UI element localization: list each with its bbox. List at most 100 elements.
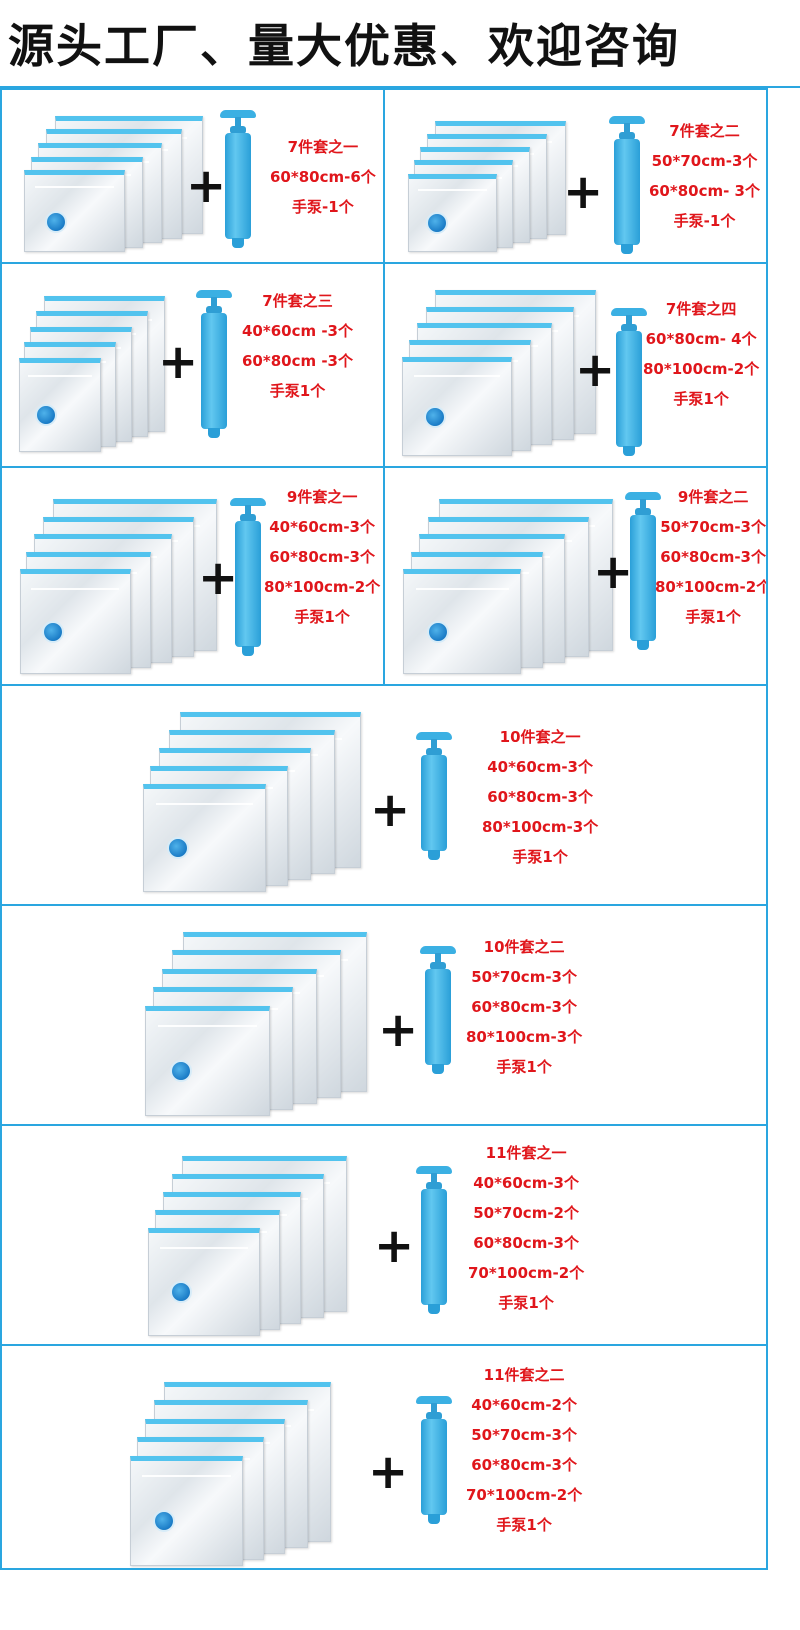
set-item-line: 手泵1个	[496, 1516, 552, 1534]
pump-handle	[416, 732, 452, 740]
set-title: 7件套之四	[665, 300, 737, 318]
hand-pump-icon	[420, 946, 456, 1076]
pump-cap	[230, 126, 246, 134]
set-title: 10件套之二	[483, 938, 565, 956]
product-set-cell: +10件套之一 40*60cm-3个 60*80cm-3个 80*100cm-3个手泵…	[0, 684, 768, 906]
valve-icon	[35, 404, 58, 427]
pump-cap	[426, 1182, 442, 1190]
set-item-line: 手泵-1个	[673, 212, 736, 230]
set-spec-label: 10件套之一 40*60cm-3个 60*80cm-3个 80*100cm-3个手泵1…	[482, 722, 598, 872]
plus-sign: +	[374, 1218, 415, 1274]
set-item-line: 40*60cm-3个	[487, 758, 593, 776]
pump-nozzle	[232, 238, 244, 248]
pump-rod	[435, 953, 441, 963]
pump-cap	[621, 324, 637, 332]
pump-cap	[635, 508, 651, 516]
set-item-line: 手泵1个	[512, 848, 568, 866]
pump-cap	[240, 514, 256, 522]
hand-pump-icon	[611, 308, 647, 458]
valve-icon	[167, 837, 190, 860]
vacuum-bag-stack	[391, 276, 597, 456]
pump-rod	[431, 1403, 437, 1413]
pump-nozzle	[428, 850, 440, 860]
hand-pump-icon	[416, 1166, 452, 1316]
set-item-line: 60*80cm-3个	[660, 548, 766, 566]
set-item-line: 手泵1个	[496, 1058, 552, 1076]
plus-sign: +	[186, 158, 227, 214]
vacuum-bag	[145, 1005, 271, 1116]
pump-cap	[426, 1412, 442, 1420]
set-item-line: 手泵1个	[269, 382, 326, 400]
pump-barrel	[421, 755, 447, 851]
hand-pump-icon	[220, 110, 256, 250]
pump-barrel	[614, 139, 640, 245]
set-item-line: 50*70cm-3个	[651, 152, 758, 170]
set-item-line: 50*70cm-3个	[471, 1426, 577, 1444]
pump-nozzle	[242, 646, 254, 656]
pump-barrel	[421, 1419, 447, 1515]
set-item-line: 60*80cm-3个	[269, 548, 375, 566]
page-banner-title: 源头工厂、量大优惠、欢迎咨询	[8, 19, 680, 73]
pump-rod	[235, 117, 241, 127]
pump-handle	[416, 1396, 452, 1404]
plus-sign: +	[370, 782, 411, 838]
pump-cap	[619, 132, 635, 140]
pump-rod	[211, 297, 217, 307]
plus-sign: +	[593, 544, 634, 600]
set-title: 9件套之二	[677, 488, 749, 506]
vacuum-bag-stack	[391, 484, 613, 674]
pump-barrel	[201, 313, 227, 429]
set-item-line: 80*100cm-2个	[264, 578, 381, 596]
pump-cap	[426, 748, 442, 756]
valve-icon	[152, 1510, 175, 1532]
set-title: 10件套之一	[499, 728, 581, 746]
hand-pump-icon	[416, 1396, 452, 1526]
pump-rod	[626, 315, 632, 325]
set-item-line: 手泵1个	[498, 1294, 554, 1312]
pump-barrel	[425, 969, 451, 1065]
set-item-line: 80*100cm-3个	[482, 818, 599, 836]
vacuum-bag	[18, 358, 102, 452]
set-item-line: 60*80cm-3个	[487, 788, 593, 806]
pump-handle	[230, 498, 266, 506]
pump-handle	[196, 290, 232, 298]
pump-nozzle	[621, 244, 633, 254]
set-item-line: 40*60cm-3个	[269, 518, 375, 536]
set-title: 7件套之三	[262, 292, 333, 310]
valve-icon	[44, 210, 67, 233]
vacuum-bag-stack	[10, 282, 166, 452]
pump-handle	[220, 110, 256, 118]
set-item-line: 50*70cm-3个	[471, 968, 577, 986]
valve-icon	[424, 405, 447, 428]
set-item-line: 40*60cm-3个	[473, 1174, 579, 1192]
vacuum-bag	[147, 1227, 260, 1336]
pump-rod	[624, 123, 630, 133]
set-item-line: 手泵1个	[294, 608, 350, 626]
set-item-line: 60*80cm -3个	[242, 352, 353, 370]
valve-icon	[426, 212, 448, 235]
pump-handle	[609, 116, 645, 124]
hand-pump-icon	[196, 290, 232, 440]
vacuum-bag-stack	[399, 110, 566, 252]
pump-handle	[625, 492, 661, 500]
set-item-line: 60*80cm-3个	[471, 998, 577, 1016]
set-item-line: 60*80cm-3个	[471, 1456, 577, 1474]
set-item-line: 70*100cm-2个	[468, 1264, 585, 1282]
vacuum-bag	[403, 569, 522, 674]
pump-rod	[640, 499, 646, 509]
pump-barrel	[225, 133, 251, 239]
vacuum-bag-stack	[8, 484, 217, 674]
plus-sign: +	[575, 342, 616, 398]
vacuum-bag-stack	[136, 1140, 347, 1336]
vacuum-bag	[402, 356, 512, 456]
